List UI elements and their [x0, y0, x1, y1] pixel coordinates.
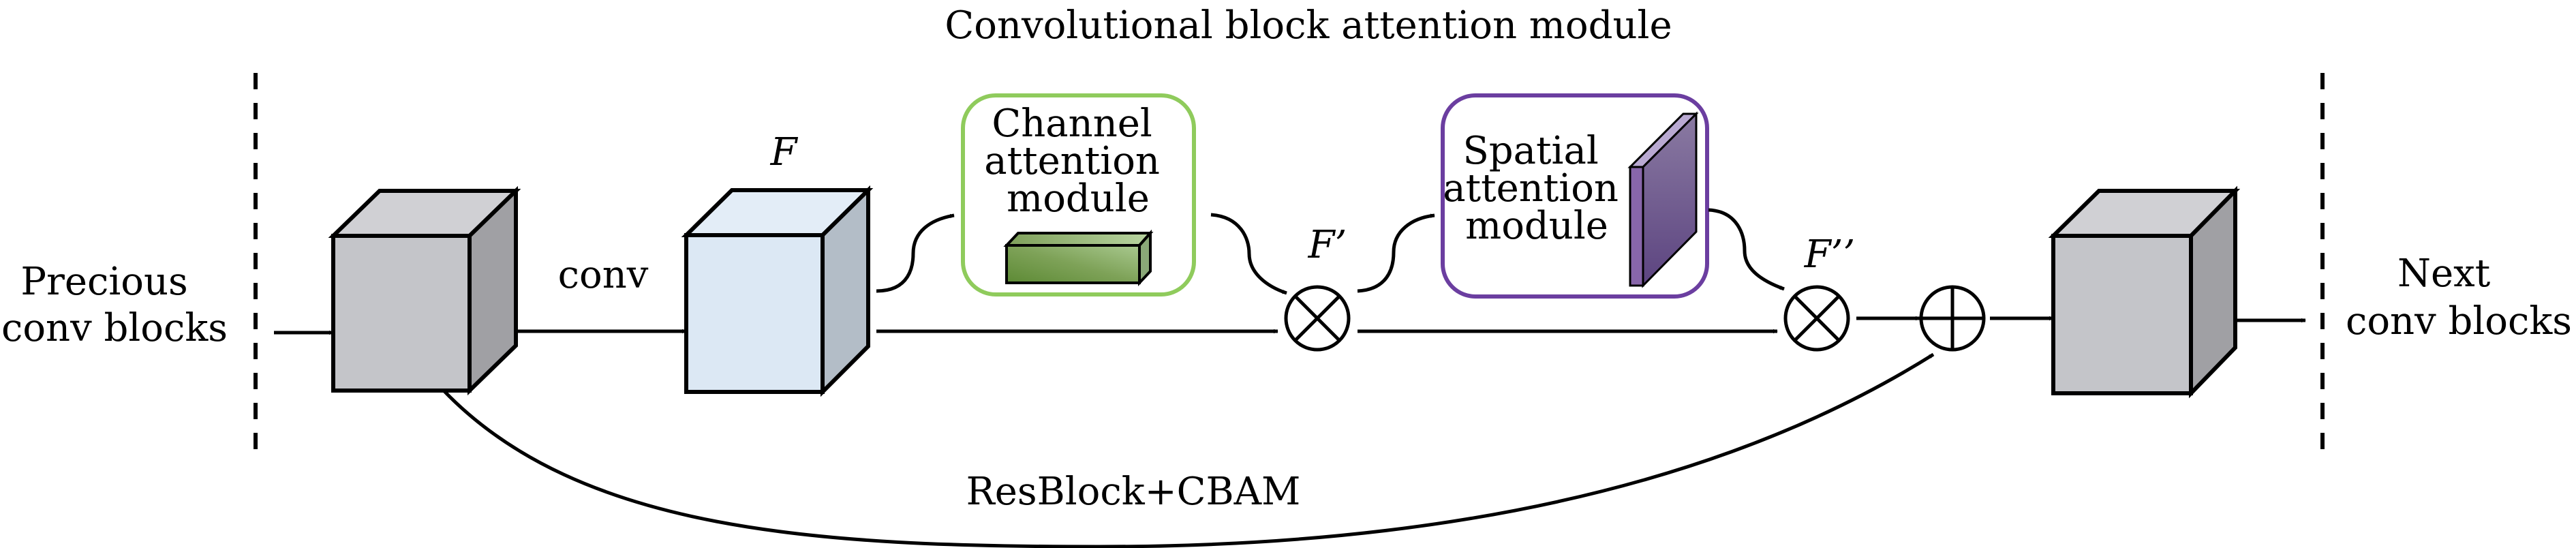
channel-text-line3: module	[1007, 177, 1150, 221]
output-cube-front	[2051, 234, 2193, 395]
F-cube-front	[684, 233, 825, 394]
previous-blocks-label-line1: Precious	[20, 260, 187, 304]
channel-attention-block-icon	[1003, 229, 1154, 287]
feature-F-double-prime-label: F’’	[1804, 232, 1855, 277]
add-operator	[1919, 285, 1986, 352]
input-feature-cube	[328, 185, 521, 396]
spatial-text-line1: Spatial	[1462, 129, 1598, 173]
output-feature-cube	[2048, 185, 2241, 399]
spatial-text-line2: attention	[1443, 166, 1619, 211]
next-blocks-label-line2: conv blocks	[2346, 299, 2572, 344]
diagram-title: Convolutional block attention module	[945, 3, 1672, 48]
channel-to-multiply1-arrow	[1210, 213, 1287, 295]
multiply-operator-1	[1284, 285, 1351, 352]
feature-F-label: F	[770, 130, 799, 174]
purple-slab-front	[1629, 166, 1644, 287]
feature-F-prime-label: F’	[1308, 223, 1347, 267]
spatial-text-line3: module	[1465, 204, 1608, 248]
spatial-attention-module: Spatial attention module	[1441, 93, 1709, 299]
next-blocks-label-line1: Next	[2397, 252, 2491, 296]
spatial-to-multiply2-arrow	[1708, 208, 1785, 291]
F-to-channel-arrow	[876, 213, 955, 293]
channel-text-line2: attention	[984, 139, 1160, 183]
green-block-top	[1003, 232, 1154, 247]
input-cube-front	[331, 234, 472, 393]
multiply-1-cross-b	[1293, 294, 1341, 342]
conv-label: conv	[558, 253, 649, 297]
spatial-attention-text: Spatial attention module	[1443, 129, 1631, 248]
next-blocks-label: Next conv blocks	[2346, 252, 2572, 344]
green-block-front	[1005, 244, 1141, 284]
multiply1-to-spatial-arrow	[1357, 213, 1435, 293]
previous-blocks-label-line2: conv blocks	[1, 306, 228, 350]
resblock-cbam-label: ResBlock+CBAM	[966, 470, 1301, 514]
multiply-2-cross-b	[1793, 294, 1841, 342]
feature-F-cube	[681, 185, 874, 397]
channel-text-line1: Channel	[992, 102, 1152, 146]
spatial-attention-slab-icon	[1627, 111, 1699, 288]
residual-skip-connection-arrow	[442, 352, 1935, 548]
channel-attention-text: Channel attention module	[984, 102, 1172, 221]
multiply-operator-2	[1783, 285, 1850, 352]
channel-attention-module: Channel attention module	[961, 93, 1196, 296]
previous-blocks-label: Precious conv blocks	[1, 260, 228, 350]
